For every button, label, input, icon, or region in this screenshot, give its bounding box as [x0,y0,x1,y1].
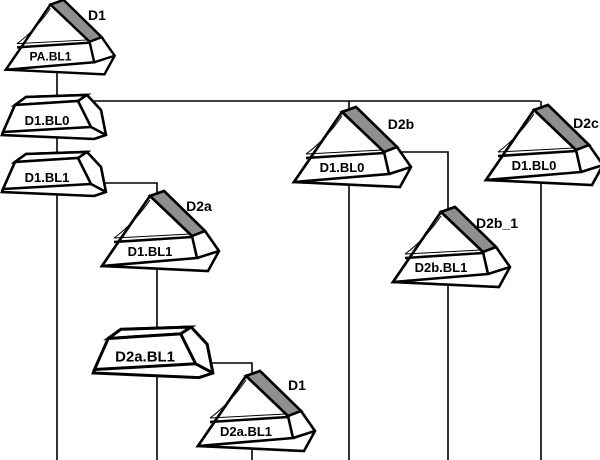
node-d1-bl0: D1.BL0 [0,93,108,141]
node-tag: D1 [88,7,106,23]
node-label: D1.BL1 [25,170,70,185]
node-label: PA.BL1 [29,49,71,63]
node-d2a-bl1-child: D2a.BL1 [196,369,317,453]
node-tag: D1 [288,377,306,393]
node-d2c: D1.BL0 [484,103,600,187]
node-label: D1.BL1 [128,244,173,259]
connector-d1-bl1-to-d2a [104,182,158,194]
node-d2a-bl1: D2a.BL1 [91,325,215,380]
connector-d2b-to-d2b-1 [384,151,449,210]
node-label: D1.BL0 [512,158,557,173]
node-label: D1.BL0 [25,113,70,128]
node-tag: D2b [388,116,414,132]
node-d1-bl1: D1.BL1 [0,150,108,198]
connector-d2a-bl1-to-child [208,362,253,375]
node-d2a: D1.BL1 [100,189,221,273]
node-d2b-1: D2b.BL1 [391,205,512,289]
node-tag: D2b_1 [476,215,518,231]
node-label: D2a.BL1 [115,349,175,366]
node-label: D1.BL0 [320,160,365,175]
node-d2b: D1.BL0 [292,105,413,189]
node-pa-bl1: PA.BL1 [4,0,116,76]
node-label: D2b.BL1 [415,260,468,275]
node-tag: D2c [573,115,599,131]
node-tag: D2a [186,198,212,214]
node-label: D2a.BL1 [220,424,272,439]
